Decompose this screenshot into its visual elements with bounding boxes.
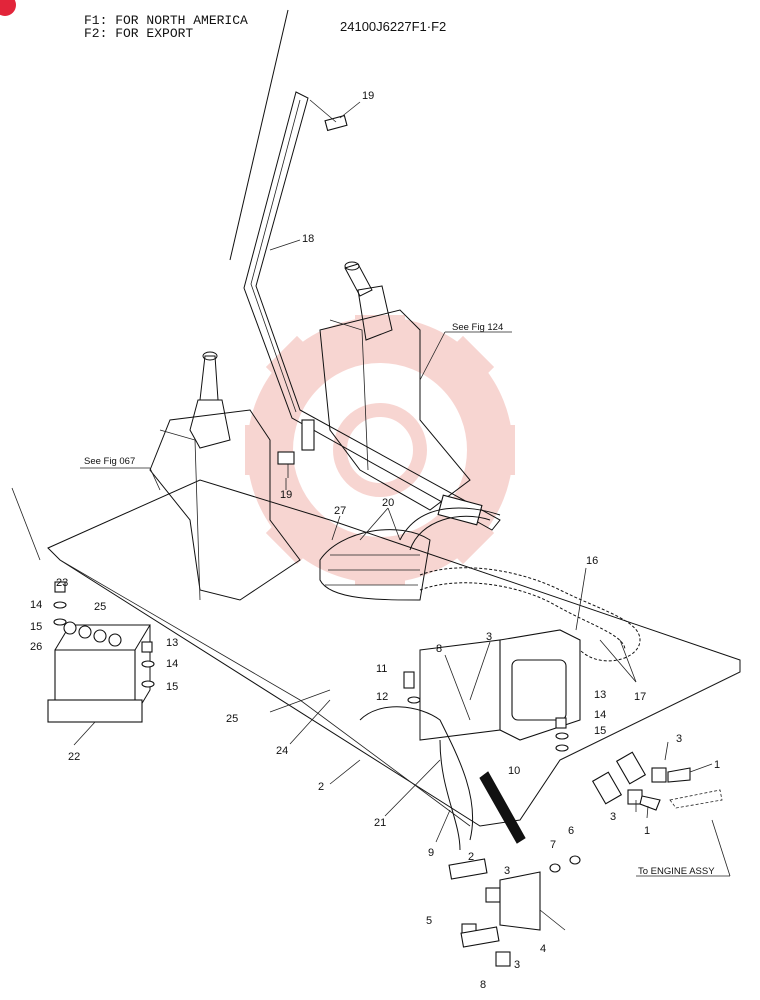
callout-15: 15 xyxy=(594,725,606,737)
callout-22: 22 xyxy=(68,751,80,763)
callout-17: 17 xyxy=(634,691,646,703)
callout-14: 14 xyxy=(594,709,606,721)
pointer-arrow xyxy=(479,771,526,844)
left-console xyxy=(149,351,301,601)
callout-16: 16 xyxy=(586,555,598,567)
callout-3: 3 xyxy=(514,959,520,971)
callout-25: 25 xyxy=(94,601,106,613)
callout-4: 4 xyxy=(540,943,546,955)
callout-8: 8 xyxy=(436,643,442,655)
left-fasteners xyxy=(53,581,67,626)
drawing-number: 24100J6227F1·F2 xyxy=(340,19,447,34)
variant-f1-label: F1: FOR NORTH AMERICA xyxy=(84,13,248,28)
callout-9: 9 xyxy=(428,847,434,859)
right-fittings xyxy=(591,751,723,811)
right-fasteners xyxy=(141,641,569,752)
variant-f2-label: F2: FOR EXPORT xyxy=(84,26,194,41)
callout-13: 13 xyxy=(166,637,178,649)
callout-19: 19 xyxy=(280,489,292,501)
callout-13: 13 xyxy=(594,689,606,701)
callout-12: 12 xyxy=(376,691,388,703)
callout-7: 7 xyxy=(550,839,556,851)
callout-19: 19 xyxy=(362,90,374,102)
callout-11: 11 xyxy=(376,663,387,675)
callout-14: 14 xyxy=(30,599,42,611)
callout-3: 3 xyxy=(676,733,682,745)
callout-23: 23 xyxy=(56,577,68,589)
watermark-gear xyxy=(245,315,515,585)
callout-27: 27 xyxy=(334,505,346,517)
part-19-bolt-top xyxy=(309,99,348,132)
part-19-bolt-mid xyxy=(277,451,295,478)
callout-15: 15 xyxy=(30,621,42,633)
right-console xyxy=(319,261,471,511)
ref-fig-124: See Fig 124 xyxy=(452,322,503,333)
callout-26: 26 xyxy=(30,641,42,653)
part-17-corrugated-hose xyxy=(419,567,641,662)
part-2-9-hoses xyxy=(359,706,474,851)
part-10-heater-unit xyxy=(419,629,581,741)
leader-lines xyxy=(73,101,731,877)
ref-engine-assy: To ENGINE ASSY xyxy=(638,866,715,877)
callout-25: 25 xyxy=(226,713,238,725)
callout-14: 14 xyxy=(166,658,178,670)
callout-15: 15 xyxy=(166,681,178,693)
callout-8: 8 xyxy=(480,979,486,991)
callout-3: 3 xyxy=(504,865,510,877)
callout-1: 1 xyxy=(644,825,650,837)
part-20-hoses xyxy=(319,507,501,601)
floor-platform xyxy=(11,479,741,827)
ref-fig-067: See Fig 067 xyxy=(84,456,135,467)
callout-6: 6 xyxy=(568,825,574,837)
callout-2: 2 xyxy=(318,781,324,793)
callout-2: 2 xyxy=(468,851,474,863)
corner-badge xyxy=(0,0,16,16)
part-18-bracket xyxy=(229,9,501,531)
part-11-12-bolt-washer xyxy=(403,671,421,704)
callout-5: 5 xyxy=(426,915,432,927)
callout-24: 24 xyxy=(276,745,288,757)
callout-1: 1 xyxy=(714,759,720,771)
part-22-valve-block xyxy=(47,621,151,723)
callout-10: 10 xyxy=(508,765,520,777)
callout-20: 20 xyxy=(382,497,394,509)
callout-21: 21 xyxy=(374,817,386,829)
callout-18: 18 xyxy=(302,233,314,245)
bottom-fittings xyxy=(448,855,581,967)
callout-3: 3 xyxy=(486,631,492,643)
callout-3: 3 xyxy=(610,811,616,823)
